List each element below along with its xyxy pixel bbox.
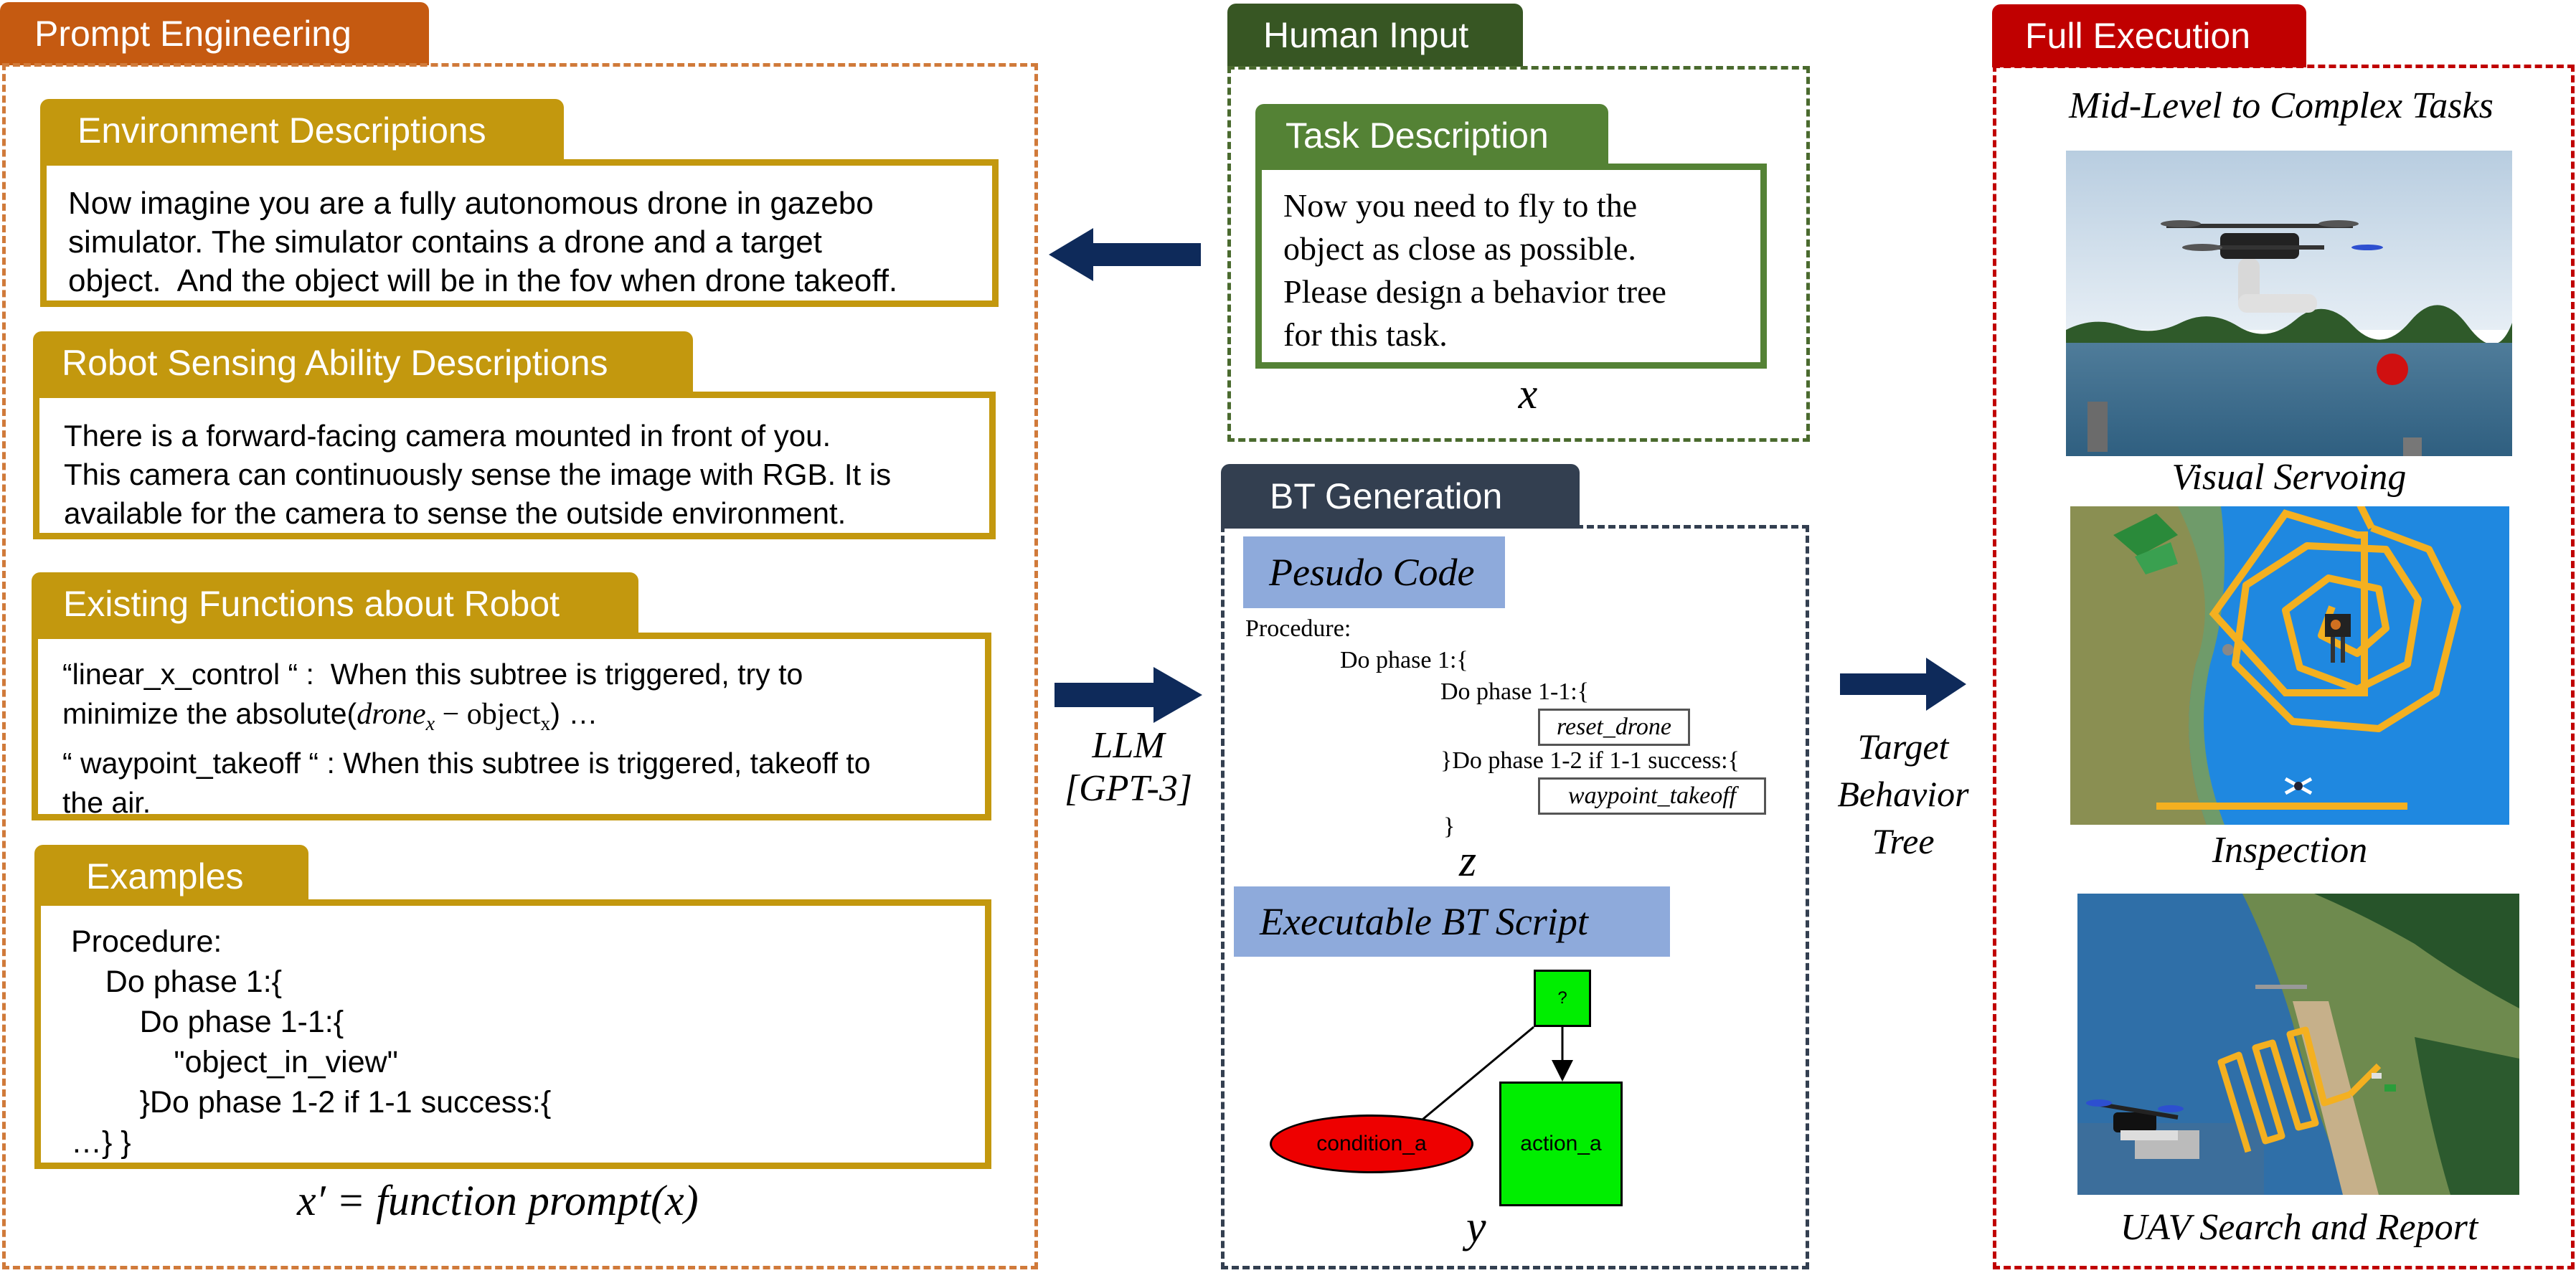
procedure-text: Procedure: xyxy=(1245,615,1351,642)
sensing-line: This camera can continuously sense the i… xyxy=(64,458,892,491)
bt-action-label: action_a xyxy=(1520,1132,1602,1155)
environment-tab: Environment Descriptions xyxy=(40,99,564,162)
sensing-line: available for the camera to sense the ou… xyxy=(64,496,846,530)
example-line: Procedure: xyxy=(71,924,222,959)
sensing-tab: Robot Sensing Ability Descriptions xyxy=(33,331,693,394)
object-sub: x xyxy=(540,713,551,736)
close-brace: } xyxy=(1443,813,1456,840)
task-line: for this task. xyxy=(1283,316,1448,353)
environment-box: Now imagine you are a fully autonomous d… xyxy=(40,159,999,307)
example-line: Do phase 1:{ xyxy=(71,965,283,999)
waypoint-takeoff-label: waypoint_takeoff xyxy=(1567,782,1737,809)
functions-tab: Existing Functions about Robot xyxy=(32,572,638,635)
functions-box: “linear_x_control “ : When this subtree … xyxy=(32,633,991,820)
example-line: }Do phase 1-2 if 1-1 success:{ xyxy=(71,1085,552,1120)
inspection-image xyxy=(2070,506,2509,825)
function-prompt-formula: x′ = function prompt(x) xyxy=(297,1177,699,1224)
environment-line: simulator. The simulator contains a dron… xyxy=(68,224,822,260)
bt-root-node: ? xyxy=(1534,970,1591,1027)
phase12-text: }Do phase 1-2 if 1-1 success:{ xyxy=(1440,747,1740,774)
tree-label: Tree xyxy=(1872,821,1935,861)
tasks-subtitle: Mid-Level to Complex Tasks xyxy=(2069,85,2494,126)
bt-action-node: action_a xyxy=(1499,1082,1623,1206)
drone-math: drone xyxy=(357,698,426,731)
functions-line: “linear_x_control “ : When this subtree … xyxy=(62,658,803,691)
full-execution-title: Full Execution xyxy=(2025,16,2251,56)
full-execution-panel xyxy=(1993,65,2575,1269)
examples-box: Procedure: Do phase 1:{ Do phase 1-1:{ "… xyxy=(34,899,991,1169)
example-line: "object_in_view" xyxy=(71,1045,398,1079)
examples-title: Examples xyxy=(86,856,244,896)
prompt-engineering-title: Prompt Engineering xyxy=(34,14,352,54)
minus-object: − object xyxy=(435,698,541,731)
gpt3-label: [GPT-3] xyxy=(1064,768,1193,809)
task-line: object as close as possible. xyxy=(1283,230,1636,267)
caption-uav-search: UAV Search and Report xyxy=(2120,1207,2478,1248)
functions-formula-line: minimize the absolute(dronex − objectx) … xyxy=(62,694,985,744)
environment-line: object. And the object will be in the fo… xyxy=(68,263,898,298)
pseudo-code-tab: Pesudo Code xyxy=(1243,536,1505,608)
target-label: Target xyxy=(1857,727,1949,767)
bt-script-title: Executable BT Script xyxy=(1260,900,1588,943)
environment-line: Now imagine you are a fully autonomous d… xyxy=(68,186,874,221)
bt-script-tab: Executable BT Script xyxy=(1234,886,1670,957)
phase1-text: Do phase 1:{ xyxy=(1340,647,1468,673)
functions-text: minimize the absolute( xyxy=(62,697,357,730)
sensing-box: There is a forward-facing camera mounted… xyxy=(33,392,996,539)
example-line: Do phase 1-1:{ xyxy=(71,1005,344,1039)
example-line: …} } xyxy=(71,1125,131,1160)
full-execution-tab: Full Execution xyxy=(1992,4,2306,67)
sensing-line: There is a forward-facing camera mounted… xyxy=(64,419,831,453)
output-var-y: y xyxy=(1466,1203,1486,1251)
bt-root-label: ? xyxy=(1557,988,1567,1008)
environment-title: Environment Descriptions xyxy=(77,110,486,151)
examples-tab: Examples xyxy=(34,845,308,908)
bt-condition-label: condition_a xyxy=(1316,1132,1427,1155)
functions-text: ) … xyxy=(550,697,598,730)
prompt-engineering-tab: Prompt Engineering xyxy=(0,2,429,65)
arrow-left-icon xyxy=(1049,228,1201,281)
caption-visual-servoing: Visual Servoing xyxy=(2171,457,2407,498)
bt-generation-panel xyxy=(1221,525,1809,1269)
functions-line: the air. xyxy=(62,786,151,820)
waypoint-takeoff-box: waypoint_takeoff xyxy=(1538,777,1766,815)
phase11-text: Do phase 1-1:{ xyxy=(1440,678,1590,705)
reset-drone-label: reset_drone xyxy=(1557,714,1671,740)
functions-title: Existing Functions about Robot xyxy=(63,584,560,624)
bt-generation-title: BT Generation xyxy=(1270,476,1503,516)
reset-drone-box: reset_drone xyxy=(1538,709,1690,746)
task-description-tab: Task Description xyxy=(1255,104,1608,167)
human-input-tab: Human Input xyxy=(1227,4,1523,67)
prompt-engineering-panel xyxy=(2,63,1038,1269)
caption-inspection: Inspection xyxy=(2212,830,2368,871)
input-variable-x: x xyxy=(1518,370,1538,417)
pseudo-code-title: Pesudo Code xyxy=(1269,551,1475,594)
behavior-label: Behavior xyxy=(1837,774,1969,814)
sensing-title: Robot Sensing Ability Descriptions xyxy=(62,343,608,383)
arrow-right-icon xyxy=(1055,667,1202,723)
task-description-box: Now you need to fly to the object as clo… xyxy=(1255,164,1767,369)
task-description-title: Task Description xyxy=(1285,115,1549,156)
llm-label: LLM xyxy=(1092,725,1165,766)
human-input-panel xyxy=(1227,66,1810,442)
arrow-right-icon xyxy=(1840,658,1966,711)
pseudo-var-z: z xyxy=(1459,837,1477,886)
uav-search-image xyxy=(2077,894,2519,1195)
bt-condition-node: condition_a xyxy=(1270,1115,1473,1173)
task-line: Please design a behavior tree xyxy=(1283,273,1666,310)
functions-line: “ waypoint_takeoff “ : When this subtree… xyxy=(62,747,871,780)
bt-generation-tab: BT Generation xyxy=(1221,464,1580,529)
human-input-title: Human Input xyxy=(1263,15,1469,55)
task-line: Now you need to fly to the xyxy=(1283,187,1638,224)
drone-sub: x xyxy=(425,713,435,736)
visual-servoing-image xyxy=(2066,151,2512,456)
